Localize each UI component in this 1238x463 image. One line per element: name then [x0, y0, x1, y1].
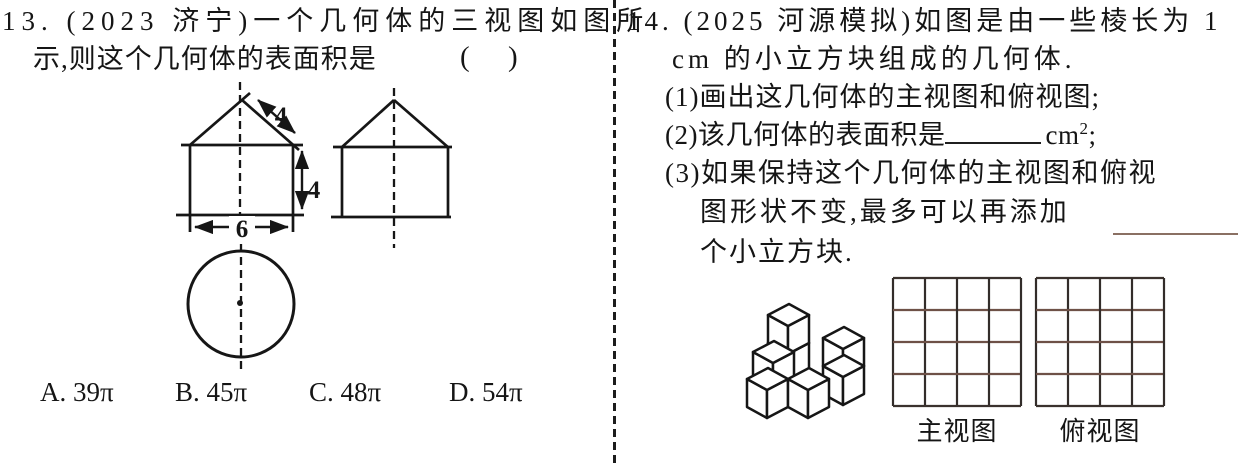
side-view-diagram: [331, 88, 452, 248]
cube-top-face: [745, 366, 790, 392]
option-a: A. 39π: [40, 377, 114, 407]
problem13-line2: 示,则这个几何体的表面积是: [33, 44, 377, 74]
side-view-house-outline: [331, 98, 452, 219]
item2-unit-exponent: 2: [1079, 119, 1089, 138]
dimension-label-base-width: 6: [236, 216, 249, 243]
cube-top-face: [766, 302, 811, 328]
problem13-answer-paren-open: (: [460, 41, 470, 73]
problem14-item2: (2)该几何体的表面积是 cm2;: [665, 120, 1097, 151]
top-view-grid-label: 俯视图: [1059, 417, 1141, 446]
problem14-item3-line3: 个小立方块.: [700, 237, 854, 267]
cube-top-face: [821, 325, 866, 351]
item2-answer-blank: [945, 120, 1042, 144]
column-divider-dashed-rule: [613, 0, 616, 463]
top-view-diagram: [186, 244, 296, 370]
top-view-circle: [186, 249, 296, 359]
front-view-grid-label: 主视图: [916, 417, 998, 446]
top-view-center-dot: [237, 300, 243, 306]
dimension-label-side-height: 4: [308, 177, 321, 204]
problem14-line1: 14. (2025 河源模拟)如图是由一些棱长为 1: [627, 6, 1222, 36]
item2-text: (2)该几何体的表面积是: [665, 120, 946, 150]
item3-answer-blank: [1113, 233, 1238, 235]
option-b: B. 45π: [175, 377, 248, 407]
problem13-line1: 13. (2023 济宁)一个几何体的三视图如图所: [2, 6, 650, 36]
item2-semicolon: ;: [1088, 120, 1097, 150]
problem14-line2: cm 的小立方块组成的几何体.: [672, 44, 1076, 74]
front-view-diagram: 4 4 6: [176, 82, 321, 243]
option-d: D. 54π: [449, 377, 523, 407]
problem14-item3-line1: (3)如果保持这个几何体的主视图和俯视: [665, 158, 1157, 188]
cube-top-face: [751, 339, 796, 365]
problem13-answer-paren-close: ): [508, 41, 518, 73]
option-c: C. 48π: [309, 377, 382, 407]
cube-top-face: [786, 366, 831, 392]
cube-top-face: [821, 353, 866, 379]
dimension-label-backplate: [229, 216, 255, 240]
cube-stack-figure: [745, 302, 866, 420]
dimension-label-roof-slant: 4: [275, 103, 288, 130]
problem14-item1: (1)画出这几何体的主视图和俯视图;: [665, 82, 1100, 112]
top-view-answer-grid: [1034, 276, 1166, 408]
front-view-answer-grid: [891, 276, 1023, 408]
problem14-item3-line2: 图形状不变,最多可以再添加: [700, 197, 1070, 227]
item2-unit: cm: [1045, 120, 1080, 150]
